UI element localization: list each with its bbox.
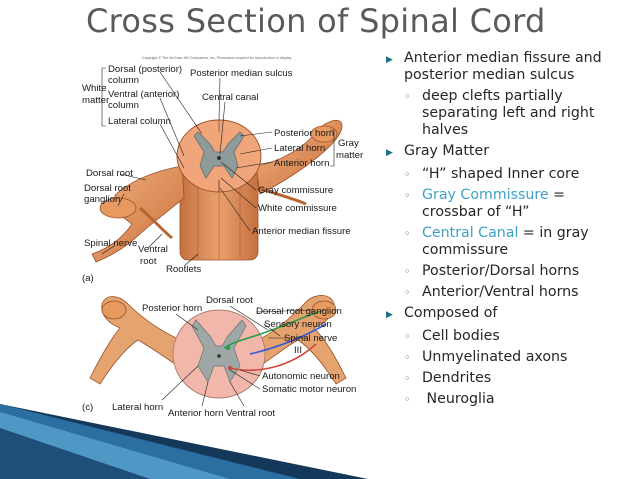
panel-a-labels: White matter Dorsal (posterior) column V… [82,64,364,284]
label-posterior-horn: Posterior horn [274,128,334,139]
sub-bullet-text: Central Canal = in gray commissure [422,225,618,259]
sub-bullet-item: ◦ Unmyelinated axons [404,349,618,366]
spinal-cord-figure: Copyright © The McGraw-Hill Companies, I… [80,48,374,428]
highlighted-term: Central Canal [422,225,519,241]
label-lateral-column: Lateral column [108,116,171,127]
bullet-item: ▶ Anterior median fissure and posterior … [386,50,618,84]
bullet-text: Anterior median fissure and posterior me… [404,50,602,83]
label-ventral-column: column [108,100,139,111]
term-definition: = crossbar of “H” [422,187,566,220]
sub-bullet-text: Neuroglia [422,391,495,407]
label-c-anterior-horn: Anterior horn [168,408,223,419]
circle-bullet-icon: ◦ [404,393,411,406]
sub-bullet-text: Unmyelinated axons [422,349,568,365]
panel-a-illustration [91,119,343,263]
sub-bullet-item: ◦ Gray Commissure = crossbar of “H” [404,187,618,221]
label-dorsal-root-ganglion: Dorsal root [84,183,131,194]
highlighted-term: Gray Commissure [422,187,549,203]
label-ventral-root: root [140,256,157,267]
sub-bullet-item: ◦ Neuroglia [404,391,618,408]
label-anterior-horn: Anterior horn [274,158,329,169]
term-definition: = in gray commissure [422,225,589,258]
label-gray-commissure: Gray commissure [258,185,333,196]
sub-bullet-item: ◦ Posterior/Dorsal horns [404,263,618,280]
bullet-list: ▶ Anterior median fissure and posterior … [386,50,618,412]
sub-bullet-text: Posterior/Dorsal horns [422,263,580,279]
sub-bullet-text: Cell bodies [422,328,500,344]
panel-c-tag: (c) [82,402,93,413]
label-c-posterior-horn: Posterior horn [142,303,202,314]
bullet-item: ▶ Composed of [386,305,618,324]
label-c-somatic-motor-neuron: Somatic motor neuron [262,384,356,395]
panel-c-illustration [89,295,347,399]
sub-bullet-item: ◦ Dendrites [404,370,618,387]
label-white-commissure: White commissure [258,203,337,214]
label-gray-matter: matter [336,150,364,161]
sub-bullet-item: ◦ Central Canal = in gray commissure [404,225,618,259]
label-dorsal-root-ganglion: ganglion [84,194,120,205]
label-gray-matter: Gray [338,138,359,149]
slide-title: Cross Section of Spinal Cord [86,2,546,40]
sub-bullet-item: ◦ “H” shaped Inner core [404,166,618,183]
label-lateral-horn: Lateral horn [274,143,325,154]
circle-bullet-icon: ◦ [404,168,411,181]
label-c-spinal-nerve: Spinal nerve [284,333,337,344]
triangle-bullet-icon: ▶ [386,148,393,158]
label-dorsal-root: Dorsal root [86,168,133,179]
bullet-text: Composed of [404,305,498,321]
circle-bullet-icon: ◦ [404,265,411,278]
sub-bullet-text: deep clefts partially separating left an… [422,88,595,138]
sub-bullet-item: ◦ Cell bodies [404,328,618,345]
panel-c-labels: Posterior horn Dorsal root Dorsal root g… [82,295,356,419]
circle-bullet-icon: ◦ [404,90,411,103]
circle-bullet-icon: ◦ [404,351,411,364]
label-c-sensory-neuron: Sensory neuron [264,319,332,330]
label-c-ventral-root: Ventral root [226,408,275,419]
label-anterior-median-fissure: Anterior median fissure [252,226,351,237]
label-dorsal-column: column [108,75,139,86]
label-ventral-root: Ventral [138,244,168,255]
panel-a-leader-lines [101,67,335,267]
sub-bullet-text: Dendrites [422,370,492,386]
label-central-canal: Central canal [202,92,259,103]
sub-bullet-text: “H” shaped Inner core [422,166,580,182]
copyright-notice: Copyright © The McGraw-Hill Companies, I… [142,56,292,60]
bullet-text: Gray Matter [404,143,490,159]
label-spinal-nerve: Spinal nerve [84,238,137,249]
label-c-lateral-horn: Lateral horn [112,402,163,413]
sub-bullet-text: Gray Commissure = crossbar of “H” [422,187,618,221]
label-white-matter: White [82,83,107,94]
triangle-bullet-icon: ▶ [386,310,393,320]
label-rootlets: Rootlets [166,264,201,275]
circle-bullet-icon: ◦ [404,227,411,240]
bullet-item: ▶ Gray Matter [386,143,618,162]
label-c-dorsal-root: Dorsal root [206,295,253,306]
label-c-dorsal-root-ganglion: Dorsal root ganglion [256,306,342,317]
panel-c-leader-lines [161,305,313,407]
label-dorsal-column: Dorsal (posterior) [108,64,182,75]
label-white-matter: matter [82,95,110,106]
circle-bullet-icon: ◦ [404,372,411,385]
circle-bullet-icon: ◦ [404,330,411,343]
triangle-bullet-icon: ▶ [386,55,393,65]
circle-bullet-icon: ◦ [404,286,411,299]
label-c-roman: III [294,345,302,356]
sub-bullet-text: Anterior/Ventral horns [422,284,579,300]
circle-bullet-icon: ◦ [404,189,411,202]
label-ventral-column: Ventral (anterior) [108,89,179,100]
sub-bullet-item: ◦ Anterior/Ventral horns [404,284,618,301]
sub-bullet-item: ◦ deep clefts partially separating left … [404,88,618,139]
panel-a-tag: (a) [82,273,94,284]
label-posterior-median-sulcus: Posterior median sulcus [190,68,293,79]
label-c-autonomic-neuron: Autonomic neuron [262,371,340,382]
